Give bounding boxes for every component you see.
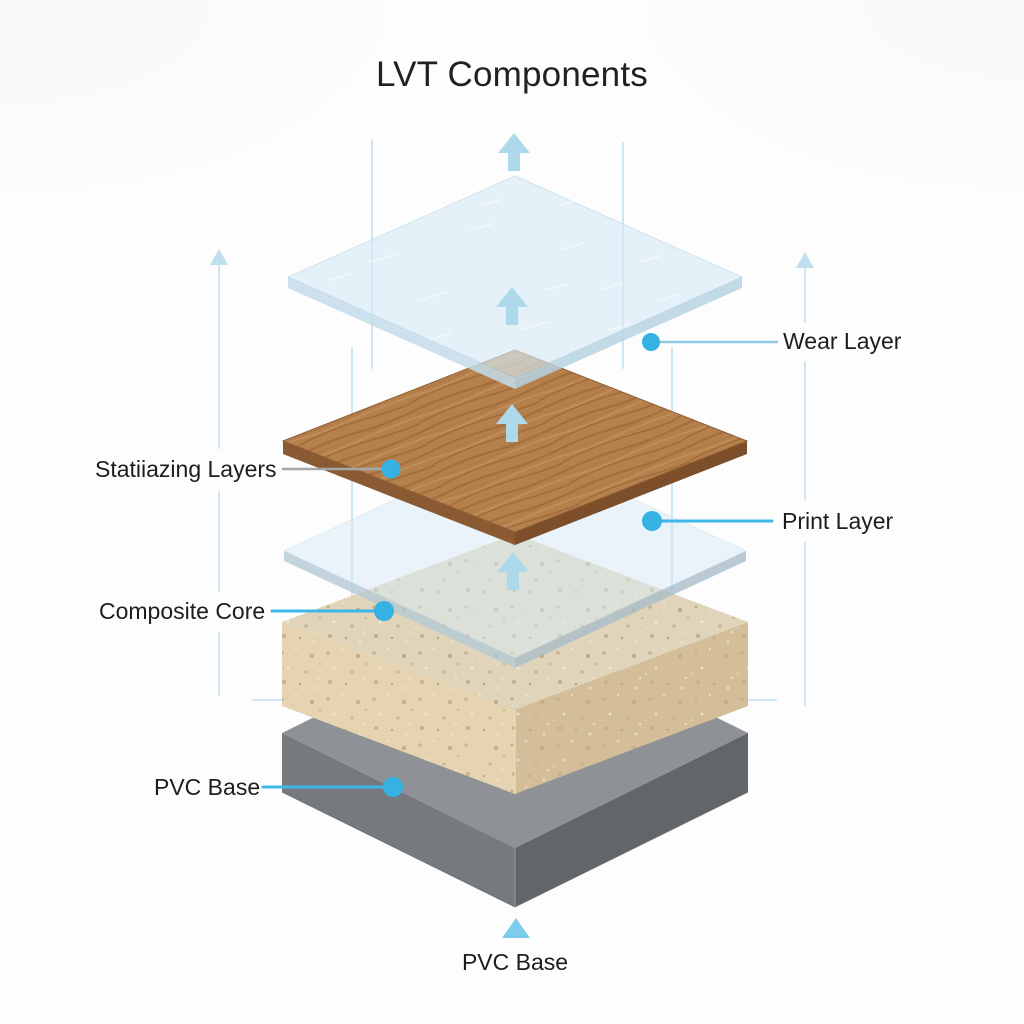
label-composite-core: Composite Core [99, 598, 266, 624]
callout-connectors [261, 333, 779, 797]
guide-arrow-up-icon [796, 252, 814, 268]
core-callout-dot [374, 601, 394, 621]
label-stabilizing-layers: Statiiazing Layers [95, 456, 277, 482]
wear-callout-dot [642, 333, 660, 351]
label-pvc-base: PVC Base [154, 774, 261, 800]
page-title: LVT Components [376, 55, 648, 94]
label-pvc-base-bottom: PVC Base [461, 949, 569, 975]
up-triangle-icon [502, 918, 530, 938]
wear-layer-shape [286, 175, 744, 389]
up-arrow-icon [496, 287, 528, 325]
up-arrow-icon [498, 133, 530, 171]
stabilizing-callout-dot [381, 459, 401, 479]
guide-arrow-up-icon [210, 249, 228, 265]
glass-scratches [329, 199, 681, 341]
up-arrow-icon [496, 404, 528, 442]
base-callout-dot [383, 777, 403, 797]
print-callout-dot [642, 511, 662, 531]
label-wear-layer: Wear Layer [783, 328, 902, 354]
label-print-layer: Print Layer [782, 508, 894, 534]
explode-arrows [496, 133, 530, 938]
up-arrow-icon [497, 552, 529, 590]
